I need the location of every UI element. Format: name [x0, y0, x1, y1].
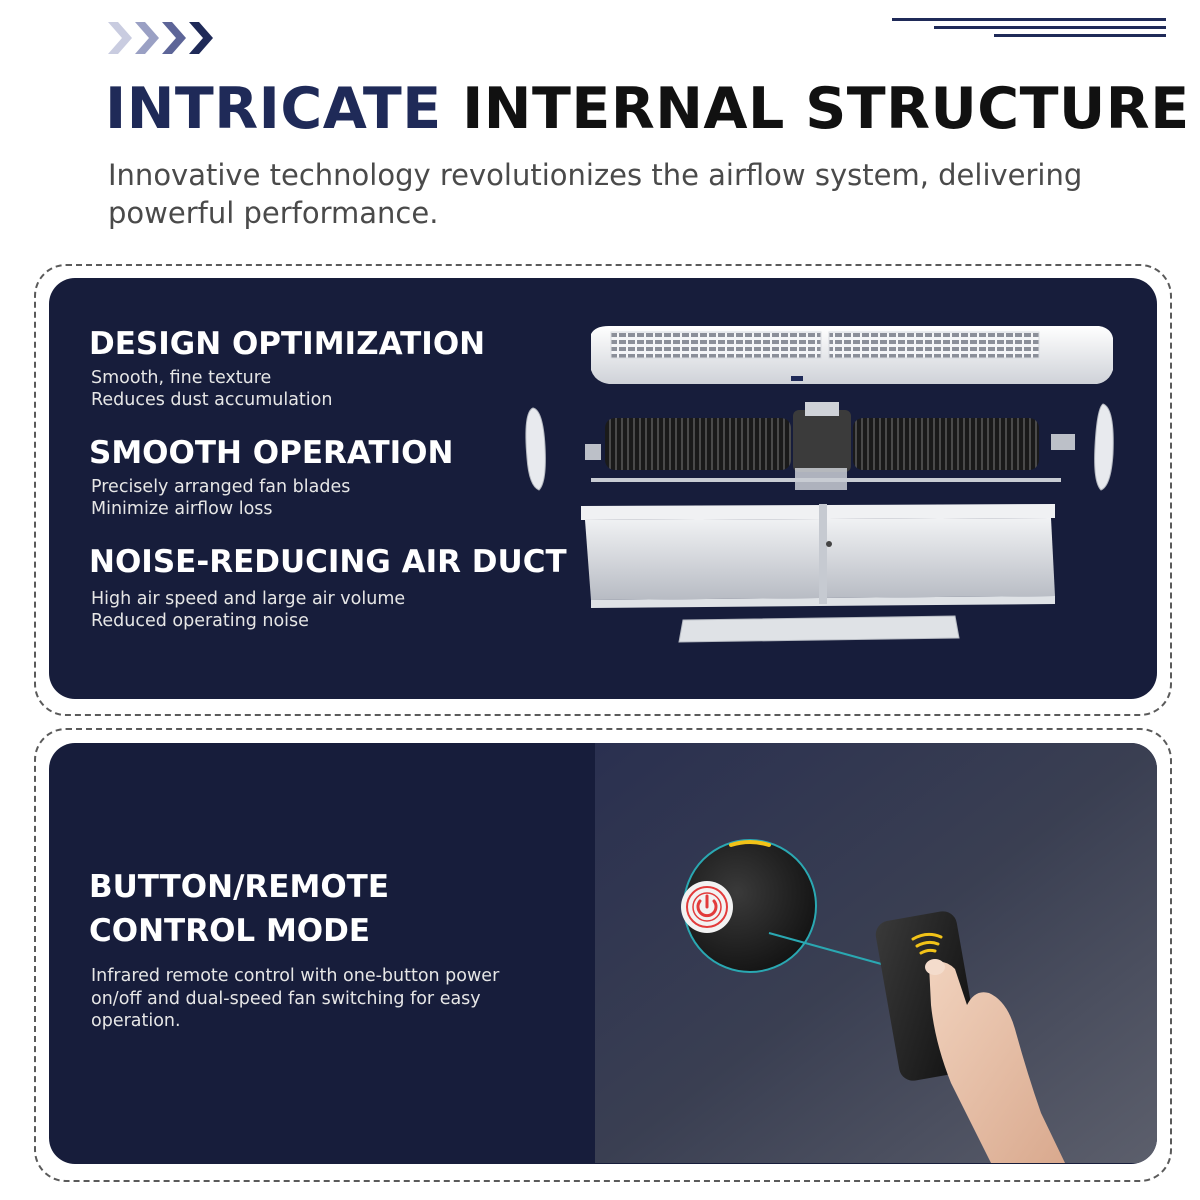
hand [925, 959, 1065, 1163]
control-panel: BUTTON/REMOTE CONTROL MODE Infrared remo… [49, 743, 1157, 1164]
feature-title: SMOOTH OPERATION [89, 435, 454, 471]
bottom-plate [678, 615, 960, 643]
remote-control-photo [595, 743, 1157, 1163]
structure-panel: DESIGN OPTIMIZATION Smooth, fine texture… [49, 278, 1157, 699]
feature-title: NOISE-REDUCING AIR DUCT [89, 544, 567, 580]
title-highlight: INTRICATE [105, 76, 442, 142]
title-main: INTERNAL STRUCTURE [462, 76, 1190, 142]
feature-line: Minimize airflow loss [91, 499, 273, 519]
chevron-right-icon [108, 22, 213, 54]
feature-line: Smooth, fine texture [91, 368, 272, 388]
feature-line: Reduced operating noise [91, 611, 309, 631]
feature-line: Reduces dust accumulation [91, 390, 333, 410]
exploded-view-image [525, 326, 1114, 643]
structure-frame [34, 264, 1172, 716]
feature-title: DESIGN OPTIMIZATION [89, 326, 486, 362]
control-title: BUTTON/REMOTE CONTROL MODE [89, 869, 389, 949]
page-subtitle: Innovative technology revolutionizes the… [108, 158, 1083, 230]
feature-line: High air speed and large air volume [91, 589, 406, 609]
fan-assembly [585, 402, 1075, 490]
control-description: Infrared remote control with one-button … [91, 966, 500, 1031]
decorative-lines [892, 18, 1166, 37]
control-frame [34, 728, 1172, 1182]
page-title: INTRICATE INTERNAL STRUCTURE [105, 76, 1190, 142]
end-cap-left [525, 407, 546, 491]
end-cap-right [1094, 403, 1114, 491]
power-icon [681, 881, 733, 933]
air-duct [581, 504, 1055, 608]
signal-waves-icon [911, 932, 943, 955]
grille-cover [591, 326, 1113, 384]
feature-line: Precisely arranged fan blades [91, 477, 351, 497]
